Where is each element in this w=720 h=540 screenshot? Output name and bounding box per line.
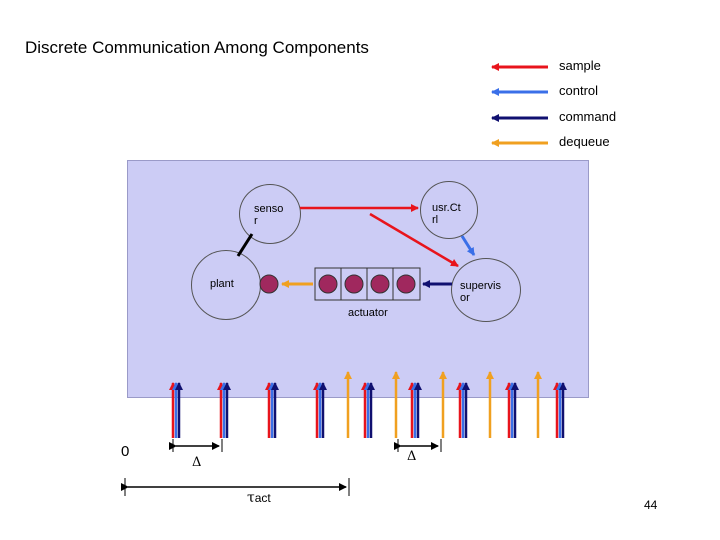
plant-sensor-link <box>236 233 254 257</box>
legend-label-sample: sample <box>559 58 601 73</box>
slide-title: Discrete Communication Among Components <box>25 38 369 57</box>
usrctrl-node <box>420 181 478 239</box>
usrctrl-label: usr.Ct rl <box>432 202 461 226</box>
time-zero-label: 0 <box>121 443 129 460</box>
legend-label-command: command <box>559 109 617 124</box>
legend-label-dequeue: dequeue <box>559 134 610 149</box>
sensor-label: senso r <box>254 203 284 227</box>
timeline-events <box>169 371 567 438</box>
delta-label-1: Δ <box>192 455 201 470</box>
actuator-label: actuator <box>348 307 388 319</box>
delta-label-2: Δ <box>407 449 416 464</box>
usrctrl-to-supervisor-arrow <box>460 235 476 256</box>
actuator-queue <box>314 267 421 301</box>
legend-label-control: control <box>559 83 599 98</box>
plant-label: plant <box>210 278 234 290</box>
supervisor-node <box>451 258 521 322</box>
page-number: 44 <box>644 498 658 512</box>
supervisor-label: supervis or <box>460 280 501 304</box>
plant-dot <box>259 274 279 294</box>
sample-to-supervisor-arrow <box>369 212 459 268</box>
sensor-node <box>239 184 301 244</box>
tau-label: τact <box>247 490 271 506</box>
